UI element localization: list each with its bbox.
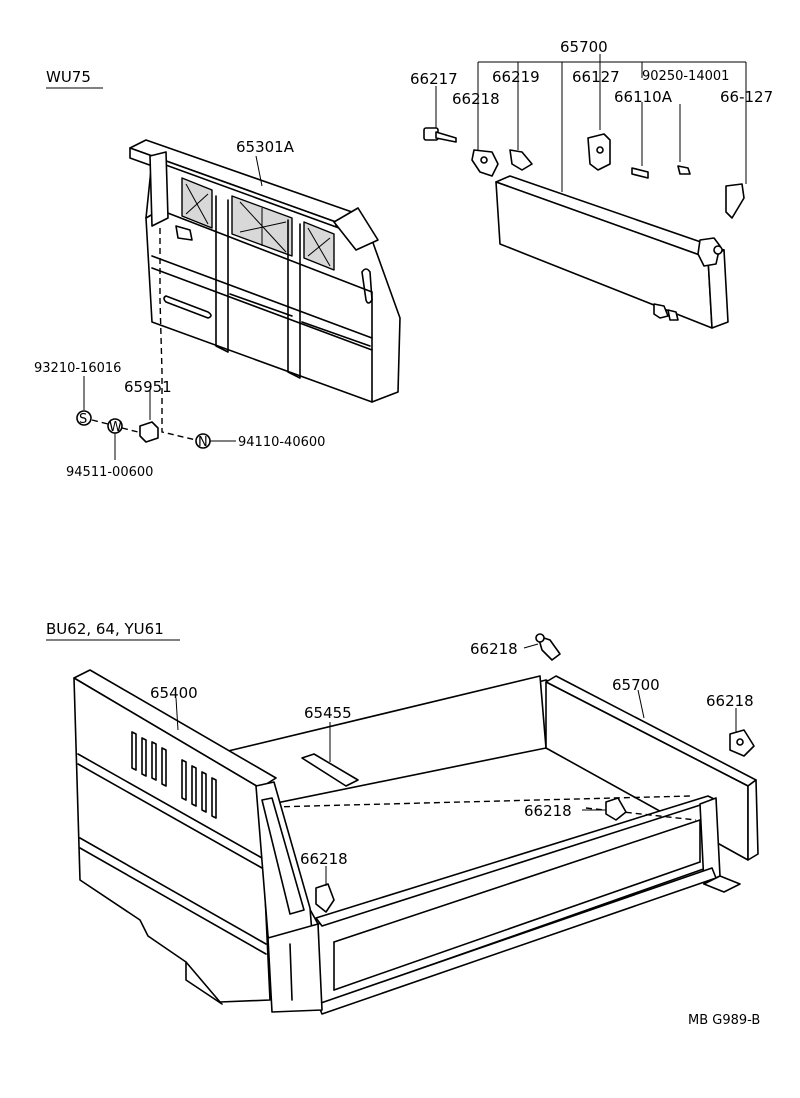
symbol-n-nut: N [195, 433, 236, 450]
symbol-n-text: N [198, 435, 208, 450]
label-66127-b: 66-127 [720, 88, 773, 106]
label-66218-b4: 66218 [300, 850, 348, 868]
label-66218-top: 66218 [452, 90, 500, 108]
label-94511-00600: 94511-00600 [66, 465, 153, 480]
label-94110-40600: 94110-40600 [238, 435, 325, 450]
bolt-66217 [423, 127, 457, 143]
symbol-s-bolt: S [76, 376, 109, 427]
section-title-wu75: WU75 [46, 68, 91, 86]
label-93210-16016: 93210-16016 [34, 361, 121, 376]
label-66219: 66219 [492, 68, 540, 86]
label-65400: 65400 [150, 684, 198, 702]
clip-90250 [677, 165, 691, 175]
label-65455: 65455 [304, 704, 352, 722]
hinge-66127-b [725, 183, 745, 219]
pin-66110a [631, 167, 649, 179]
symbol-s-text: S [79, 412, 87, 427]
diagram-code: MB G989-B [688, 1013, 760, 1028]
side-gate-65700-top [435, 54, 747, 329]
clip-66218-b3 [582, 797, 627, 821]
label-66218-b2: 66218 [706, 692, 754, 710]
cargo-bed [223, 675, 759, 1015]
symbol-w-text: W [109, 420, 122, 435]
label-66110a: 66110A [614, 88, 673, 106]
label-90250-14001: 90250-14001 [642, 69, 729, 84]
clip-66218-b2 [729, 708, 755, 757]
clip-66218-b4 [315, 866, 335, 913]
plate-65455 [301, 722, 359, 787]
label-65700-bottom: 65700 [612, 676, 660, 694]
section-title-bu62: BU62, 64, YU61 [46, 620, 164, 638]
label-66217: 66217 [410, 70, 458, 88]
symbol-w-washer: W [107, 418, 139, 460]
assembly-dashed-line [159, 228, 197, 441]
clip-66218-b1 [523, 633, 561, 661]
section-bu62: BU62, 64, YU61 [46, 620, 760, 1028]
section-wu75: WU75 [34, 38, 773, 480]
front-board-65400 [73, 669, 323, 1013]
label-66127-a: 66127 [572, 68, 620, 86]
hinge-66127-a [587, 133, 611, 171]
label-65301a: 65301A [236, 138, 295, 156]
headboard-65301a [129, 139, 401, 403]
bracket-66218-top [471, 149, 499, 177]
label-66218-b1: 66218 [470, 640, 518, 658]
label-66218-b3: 66218 [524, 802, 572, 820]
bracket-66219 [509, 149, 533, 171]
label-65951: 65951 [124, 378, 172, 396]
clip-65951 [139, 390, 159, 443]
label-65700-top: 65700 [560, 38, 608, 56]
